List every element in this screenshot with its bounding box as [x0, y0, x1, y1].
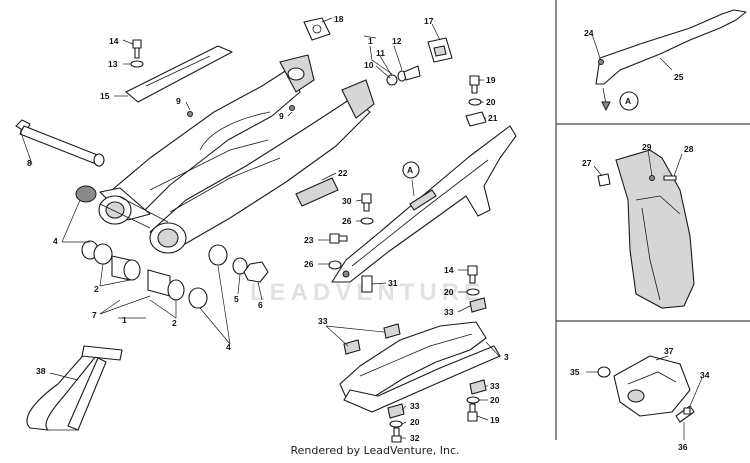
bolt-23-26 [328, 233, 348, 270]
callout-32: 32 [410, 433, 420, 443]
callout-31: 31 [388, 278, 398, 288]
block-33b [343, 339, 361, 355]
callout-20c: 20 [490, 395, 500, 405]
callout-20d: 20 [410, 417, 420, 427]
callout-15: 15 [100, 91, 110, 101]
callout-26b: 26 [304, 259, 314, 269]
callout-36: 36 [678, 442, 688, 452]
screw-9a [187, 111, 193, 117]
callout-27: 27 [582, 158, 592, 168]
callout-20a: 20 [486, 97, 496, 107]
callout-26a: 26 [342, 216, 352, 226]
rail-25 [595, 9, 747, 112]
callout-33d: 33 [410, 401, 420, 411]
callout-4b: 4 [226, 342, 231, 352]
mudflap-29 [597, 149, 695, 309]
callout-11: 11 [376, 48, 385, 58]
callout-9b: 9 [279, 111, 284, 121]
block-33e [387, 403, 405, 419]
callout-18: 18 [334, 14, 344, 24]
callout-5: 5 [234, 294, 239, 304]
bolt-30-26 [360, 193, 374, 225]
callout-33c: 33 [490, 381, 500, 391]
callout-1a: 1 [122, 315, 127, 325]
callout-17: 17 [424, 16, 434, 26]
callout-14b: 14 [444, 265, 454, 275]
bolt-32-20 [389, 420, 403, 443]
svg-text:A: A [407, 165, 413, 175]
callout-22: 22 [338, 168, 348, 178]
callout-3: 3 [504, 352, 509, 362]
callout-1b: 1 [368, 36, 373, 46]
callout-12: 12 [392, 36, 402, 46]
callout-2b: 2 [172, 318, 177, 328]
pivot-hardware [81, 240, 269, 309]
chain-guard-plate [125, 45, 233, 103]
callout-labels: 14 13 15 9 9 8 4 2 7 1 2 4 5 6 38 18 17 … [27, 14, 710, 452]
callout-20b: 20 [444, 287, 454, 297]
callout-37: 37 [664, 346, 674, 356]
bushing-upper [75, 185, 97, 203]
callout-4a: 4 [53, 236, 58, 246]
callout-2a: 2 [94, 284, 99, 294]
callout-28: 28 [684, 144, 694, 154]
screw-9b [289, 105, 295, 111]
callout-23: 23 [304, 235, 314, 245]
callout-19a: 19 [486, 75, 496, 85]
callout-29: 29 [642, 142, 652, 152]
block-17 [427, 37, 453, 63]
callout-10: 10 [364, 60, 374, 70]
callout-38: 38 [36, 366, 46, 376]
callout-24: 24 [584, 28, 594, 38]
svg-text:A: A [625, 96, 631, 106]
bolt-19-20-upper [468, 75, 482, 106]
plate-21 [465, 111, 487, 127]
slider-37 [597, 355, 695, 423]
reflector [295, 177, 339, 207]
block-33c [469, 297, 487, 313]
callout-25: 25 [674, 72, 684, 82]
bolt-19-20-lower [466, 396, 480, 422]
callout-8: 8 [27, 158, 32, 168]
callout-30: 30 [342, 196, 352, 206]
callout-33a: 33 [444, 307, 454, 317]
ref-a-main: A [402, 161, 420, 197]
callout-7: 7 [92, 310, 97, 320]
ref-a-inset: A [619, 91, 639, 111]
bolt-14-20-guide [466, 265, 480, 296]
spacer-31 [361, 275, 373, 293]
chain-guard [331, 125, 517, 283]
pivot-axle [15, 119, 105, 167]
callout-9a: 9 [176, 96, 181, 106]
callout-34: 34 [700, 370, 710, 380]
rendered-by-caption: Rendered by LeadVenture, Inc. [290, 444, 460, 457]
block-33d [469, 379, 487, 395]
bolt-14-13 [130, 39, 144, 68]
callout-19b: 19 [490, 415, 500, 425]
block-18 [303, 17, 331, 41]
block-33a [383, 323, 401, 339]
callout-13: 13 [108, 59, 118, 69]
callout-35: 35 [570, 367, 580, 377]
leader-lines [19, 17, 703, 440]
callout-33b: 33 [318, 316, 328, 326]
chain-guide [339, 321, 501, 413]
callout-14a: 14 [109, 36, 119, 46]
callout-6: 6 [258, 300, 263, 310]
swingarm [98, 54, 375, 254]
stand [26, 345, 123, 431]
callout-21: 21 [488, 113, 498, 123]
